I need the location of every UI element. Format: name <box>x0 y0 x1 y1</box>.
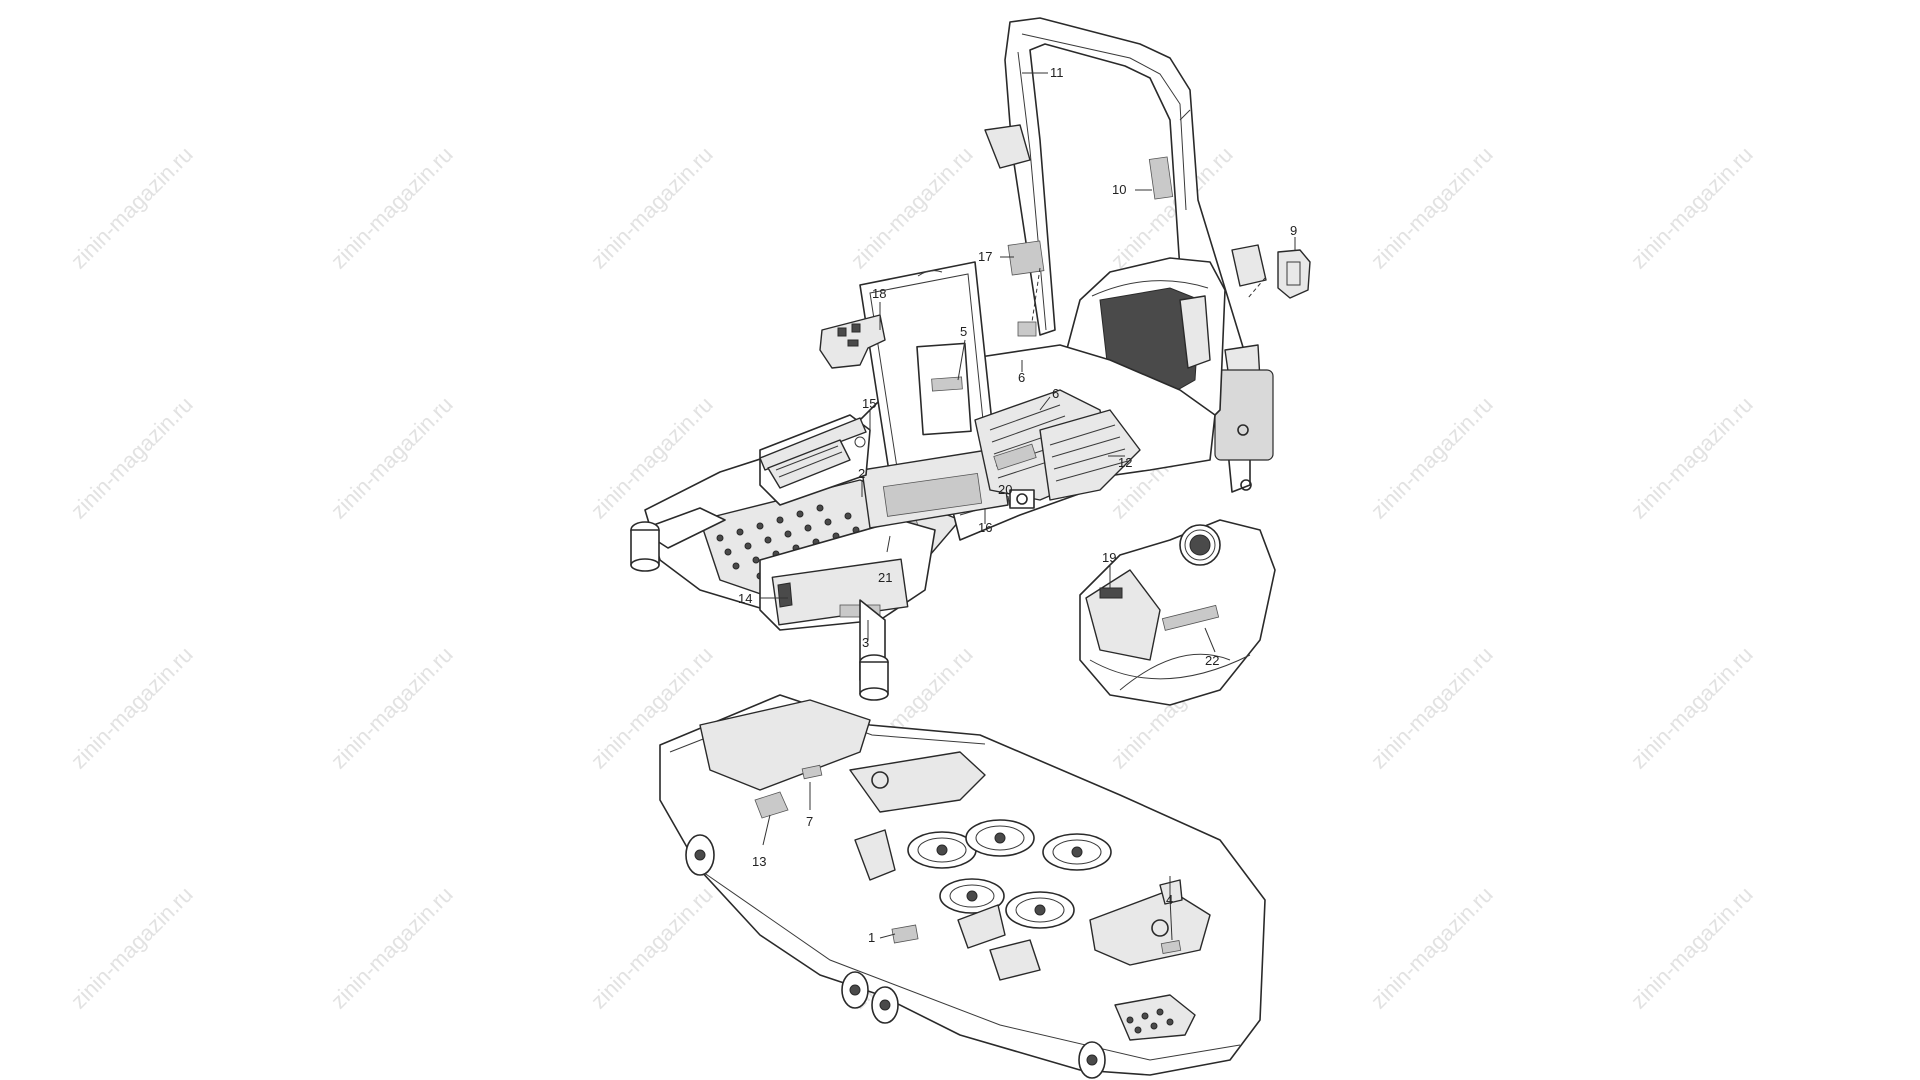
mowing-deck <box>659 694 1266 1079</box>
side-fender <box>1079 519 1276 706</box>
callout-7: 7 <box>806 814 813 829</box>
watermark: zinin-magazin.ru <box>66 882 198 1014</box>
callout-4: 4 <box>1166 892 1173 907</box>
callout-15: 15 <box>862 396 876 411</box>
watermark: zinin-magazin.ru <box>586 882 718 1014</box>
callout-14: 14 <box>738 591 752 606</box>
callout-12: 12 <box>1118 455 1132 470</box>
callouts: 11 10 9 17 18 5 6 6 15 12 2 20 16 21 14 … <box>738 65 1297 945</box>
callout-3: 3 <box>862 635 869 650</box>
callout-2: 2 <box>858 466 865 481</box>
callout-9: 9 <box>1290 223 1297 238</box>
watermark: zinin-magazin.ru <box>1626 392 1758 524</box>
callout-22: 22 <box>1205 653 1219 668</box>
watermark: zinin-magazin.ru <box>586 142 718 274</box>
callout-13: 13 <box>752 854 766 869</box>
foot-plates <box>974 389 1141 509</box>
callout-18: 18 <box>872 286 886 301</box>
watermark: zinin-magazin.ru <box>1626 142 1758 274</box>
pulley-group <box>907 819 1112 929</box>
watermark: zinin-magazin.ru <box>846 142 978 274</box>
floor-panel <box>859 261 1009 529</box>
callout-6: 6 <box>1018 370 1025 385</box>
callout-5: 5 <box>960 324 967 339</box>
callout-16: 16 <box>978 520 992 535</box>
watermark: zinin-magazin.ru <box>326 392 458 524</box>
watermark: zinin-magazin.ru <box>1626 642 1758 774</box>
callout-17: 17 <box>978 249 992 264</box>
watermark: zinin-magazin.ru <box>66 642 198 774</box>
callout-21: 21 <box>878 570 892 585</box>
callout-1: 1 <box>868 930 875 945</box>
callout-10: 10 <box>1112 182 1126 197</box>
watermark: zinin-magazin.ru <box>66 392 198 524</box>
watermark: zinin-magazin.ru <box>66 142 198 274</box>
watermark: zinin-magazin.ru <box>326 642 458 774</box>
callout-11: 11 <box>1050 65 1064 80</box>
watermark: zinin-magazin.ru <box>1366 142 1498 274</box>
callout-19: 19 <box>1102 550 1116 565</box>
watermark: zinin-magazin.ru <box>1106 142 1238 274</box>
caster-wheels <box>685 834 1106 1079</box>
watermark: zinin-magazin.ru <box>1366 392 1498 524</box>
watermark: zinin-magazin.ru <box>1366 882 1498 1014</box>
callout-6: 6 <box>1052 386 1059 401</box>
leader-lines <box>760 72 1296 941</box>
watermark: zinin-magazin.ru <box>326 882 458 1014</box>
small-decals <box>767 156 1311 489</box>
watermark: zinin-magazin.ru <box>326 142 458 274</box>
watermark: zinin-magazin.ru <box>1626 882 1758 1014</box>
callout-20: 20 <box>998 482 1012 497</box>
watermark: zinin-magazin.ru <box>1366 642 1498 774</box>
roll-over-bar <box>984 17 1274 493</box>
